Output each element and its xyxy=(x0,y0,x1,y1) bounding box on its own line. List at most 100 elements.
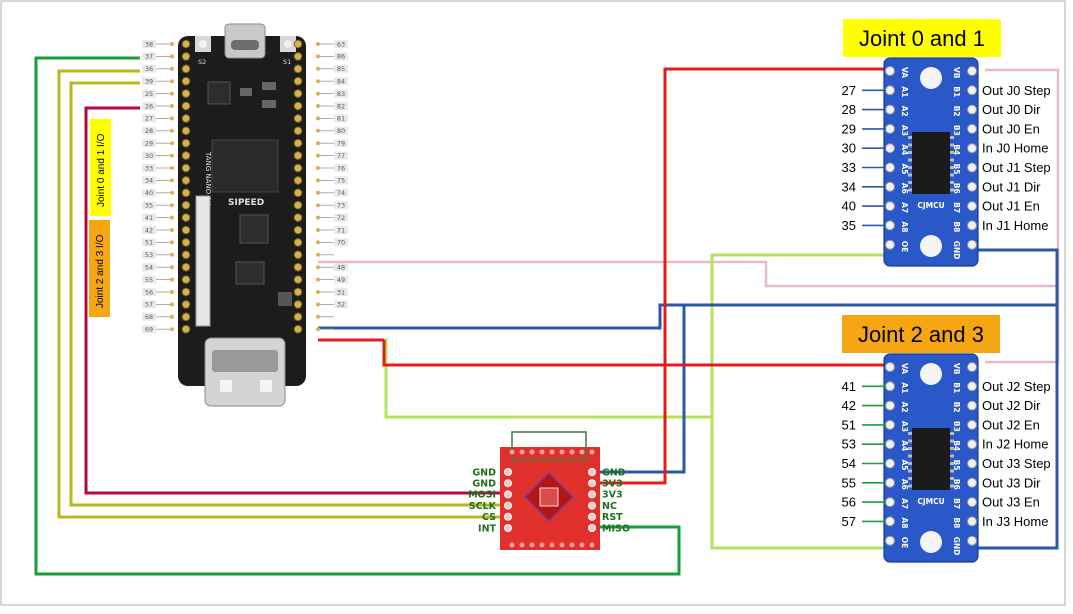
sensor-edge-dot xyxy=(539,542,545,548)
board-pin-label: 63 xyxy=(337,40,345,48)
board-pin-label: 25 xyxy=(145,90,153,98)
board-pin-tag xyxy=(334,102,348,110)
module-input-label: 28 xyxy=(842,102,856,117)
board-pin-label: 39 xyxy=(145,78,153,86)
sensor-edge-dot xyxy=(579,449,585,455)
board-pin-tag xyxy=(334,77,348,86)
wire-lime-1 xyxy=(318,338,712,419)
sensor-edge-dot xyxy=(509,542,515,548)
board-pin-dot xyxy=(316,128,320,133)
module-chip-label: CJMCU xyxy=(917,497,944,506)
board-pin-label: 81 xyxy=(337,115,345,123)
module-input-label: 27 xyxy=(842,83,856,98)
module-b-pin-label: GND xyxy=(952,241,961,260)
module-pin xyxy=(967,362,977,372)
module-pin xyxy=(885,104,895,115)
module-b-pin-label: VB xyxy=(952,67,961,79)
sensor-pin xyxy=(504,524,512,532)
board-pin-dot xyxy=(170,54,174,59)
board-pin-tag xyxy=(334,213,348,222)
board-pin-dot xyxy=(316,228,320,232)
board-pin-label: 30 xyxy=(145,152,153,160)
board-pin-label: 53 xyxy=(145,251,153,259)
board-pin-label: 71 xyxy=(337,226,345,234)
wire-blue-3 xyxy=(600,305,686,474)
module-b-pin-label: B5 xyxy=(952,460,961,471)
board-pin-label: 69 xyxy=(145,326,153,334)
module-pin xyxy=(885,85,895,96)
board-pin xyxy=(293,126,303,136)
board-pin-tag xyxy=(334,288,348,296)
module-output-label: In J1 Home xyxy=(982,218,1048,233)
module-input-label: 56 xyxy=(842,495,856,510)
board-pin-label: 76 xyxy=(337,164,345,172)
sensor-pin-label: NC xyxy=(602,501,617,512)
module-input-label: 35 xyxy=(842,218,856,233)
board-pin xyxy=(293,64,303,74)
module-b-pin-label: B3 xyxy=(952,125,961,136)
board-pin-dot xyxy=(170,190,174,195)
board-pin-label: 48 xyxy=(337,264,345,272)
module-pin xyxy=(885,162,895,173)
sensor-edge-dot xyxy=(539,449,545,455)
joint23-title-box xyxy=(842,315,1000,353)
board-pin-label: 36 xyxy=(145,65,153,73)
board-pin-tag xyxy=(142,77,156,86)
sensor-edge-dot xyxy=(589,449,595,455)
board-pin-tag xyxy=(142,263,156,272)
board-pin-dot xyxy=(316,277,320,282)
sensor-pin xyxy=(504,512,512,521)
module-pin xyxy=(967,516,977,527)
board-pin xyxy=(293,300,303,309)
module-output-label: Out J2 Step xyxy=(982,379,1051,394)
board-pin-label: 75 xyxy=(337,177,345,185)
board-pin-label: 55 xyxy=(145,276,153,284)
module-b-pin-label: B6 xyxy=(952,183,961,194)
board-brand: SIPEED xyxy=(228,198,264,208)
sensor-edge-dot xyxy=(559,542,565,548)
board-pin xyxy=(293,275,303,284)
module-b-pin-label: B1 xyxy=(952,86,961,97)
module-b-pin-label: B2 xyxy=(952,402,961,413)
module-a-pin-label: OE xyxy=(900,241,909,253)
board-pin-dot xyxy=(316,178,320,183)
level-shifter-1: CJMCUVAA1A2A3A4A5A6A7A8OEVBB1B2B3B4B5B6B… xyxy=(842,353,1051,563)
board-pin-tag xyxy=(334,164,348,172)
board-pin-tag xyxy=(142,275,156,284)
board-pin-tag xyxy=(334,126,348,135)
board-pin xyxy=(181,312,191,322)
module-pin xyxy=(885,419,895,430)
board-pin-tag xyxy=(142,226,156,234)
board-pin xyxy=(293,101,303,111)
board-pin-label: 84 xyxy=(337,78,345,86)
board-pin-dot xyxy=(170,203,174,208)
module-a-pin-label: A7 xyxy=(900,202,909,213)
board-pin xyxy=(293,250,303,260)
board-pin-label: 57 xyxy=(145,301,153,309)
board-pin-dot xyxy=(170,277,174,282)
board-pin xyxy=(293,262,303,272)
sensor-pin-label: RST xyxy=(602,512,623,523)
board-pin-dot xyxy=(170,153,174,158)
board-pin-tag xyxy=(334,89,348,98)
board-pin-tag xyxy=(142,52,156,61)
wire-pink xyxy=(318,260,1058,288)
board-pin xyxy=(181,200,191,210)
module-b-pin-label: GND xyxy=(952,537,961,556)
module-b-pin-label: B2 xyxy=(952,106,961,117)
module-a-pin-label: A1 xyxy=(900,86,909,97)
sensor-pin xyxy=(504,501,512,510)
module-pin xyxy=(885,439,895,450)
sensor-pin-label: 3V3 xyxy=(602,490,623,501)
module-input-label: 51 xyxy=(842,417,856,432)
sensor-pin-label: 3V3 xyxy=(602,479,623,490)
board-pin xyxy=(181,250,191,260)
board-pin-dot xyxy=(316,190,320,195)
module-pin xyxy=(885,201,895,212)
module-a-pin-label: VA xyxy=(900,67,909,78)
board-pin xyxy=(293,138,303,148)
sensor-edge-dot xyxy=(579,542,585,548)
board-pin xyxy=(293,151,303,160)
sensor-pin-label: INT xyxy=(478,523,496,534)
